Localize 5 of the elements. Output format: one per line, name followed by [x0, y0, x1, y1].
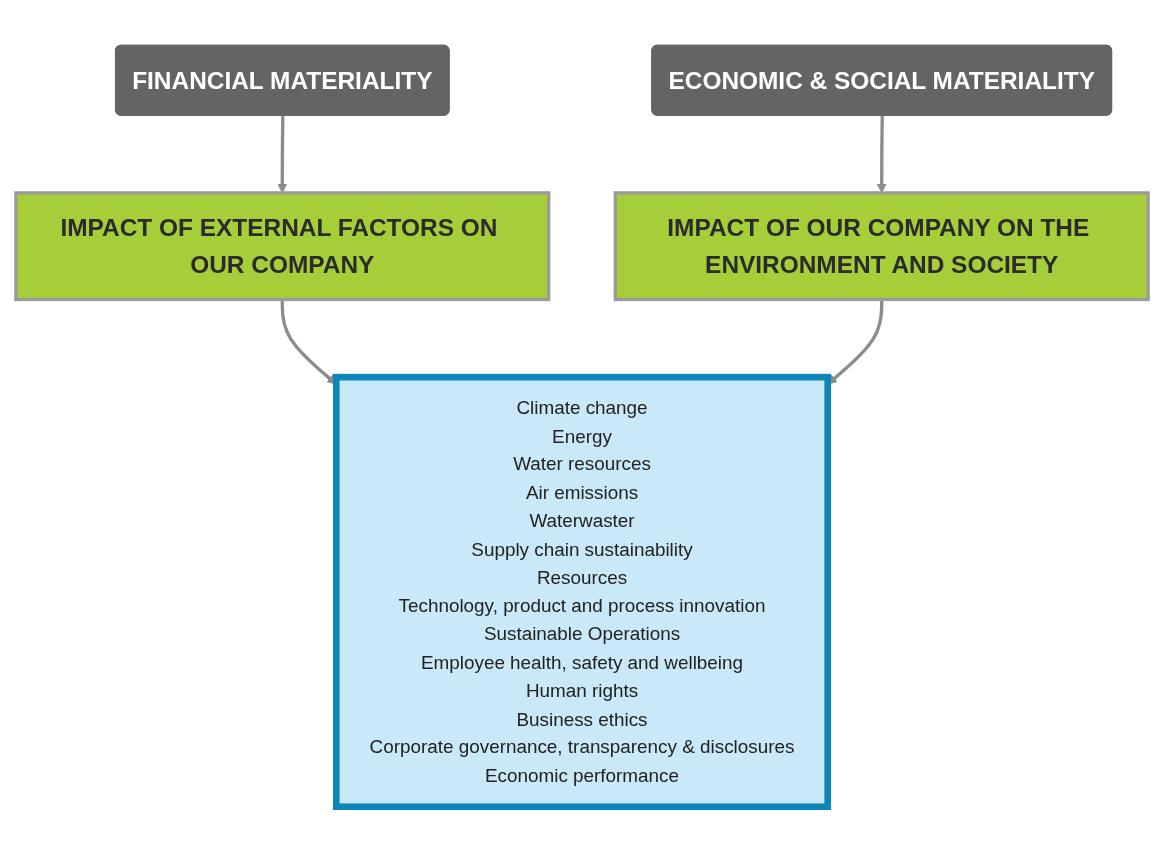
node-box: IMPACT OF OUR COMPANY ON THE ENVIRONMENT AND SOCIETY — [613, 190, 1150, 301]
node-box: Climate change Energy Water resources Air emissions Waterwaster Supply chain sustainability Resources Technology, product and process innovation Sustainable Operations Employee health, safety and wellbeing Human rights Business ethics Corporate governance, transparency & disclosures Economic performance — [332, 373, 832, 810]
node-box: IMPACT OF EXTERNAL FACTORS ON OUR COMPANY — [14, 190, 551, 301]
arrow — [876, 115, 887, 193]
arrow — [277, 115, 288, 193]
